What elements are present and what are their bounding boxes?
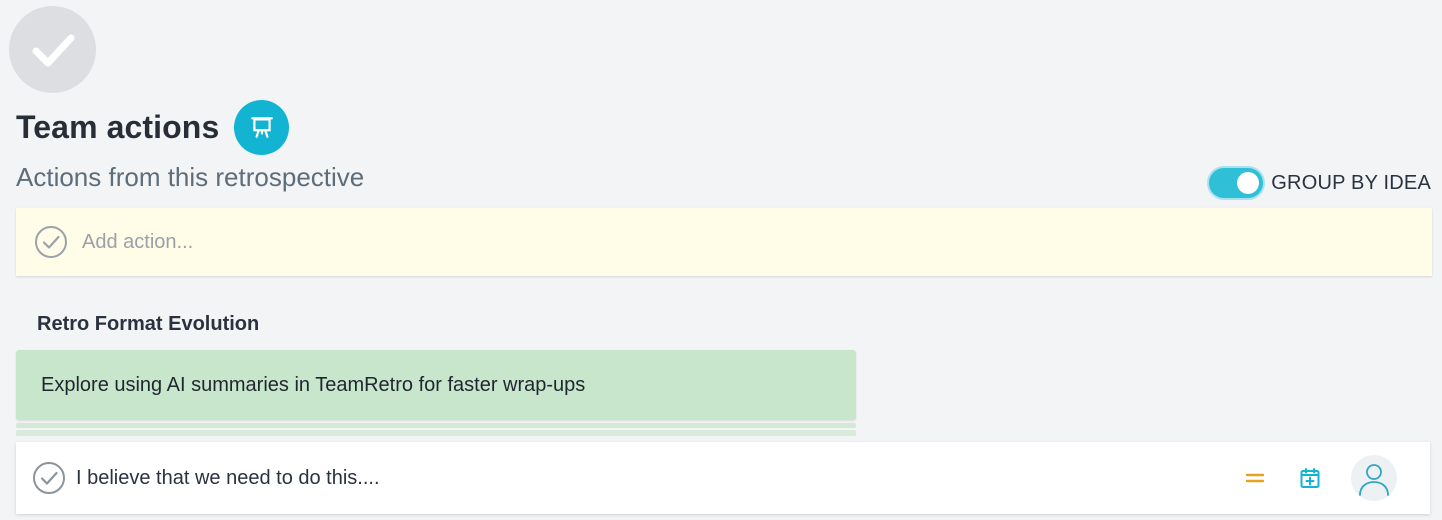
title-row: Team actions	[16, 99, 290, 155]
toggle-label: GROUP BY IDEA	[1271, 171, 1431, 194]
calendar-add-icon[interactable]	[1299, 467, 1321, 489]
toggle-switch[interactable]	[1209, 168, 1264, 198]
idea-text: Explore using AI summaries in TeamRetro …	[41, 373, 586, 396]
page-title: Team actions	[16, 108, 220, 145]
presentation-icon	[251, 117, 273, 138]
user-icon	[1359, 464, 1389, 496]
idea-card[interactable]: Explore using AI summaries in TeamRetro …	[16, 350, 856, 420]
stacked-idea-card	[16, 430, 856, 436]
action-text[interactable]: I believe that we need to do this....	[76, 466, 380, 489]
check-circle-icon	[35, 226, 67, 258]
stacked-idea-card	[16, 423, 856, 428]
group-by-idea-toggle[interactable]: GROUP BY IDEA	[1209, 167, 1431, 199]
action-card[interactable]: I believe that we need to do this....	[16, 442, 1430, 514]
add-action-bar	[16, 208, 1432, 276]
group-heading: Retro Format Evolution	[37, 313, 260, 335]
add-action-input[interactable]	[80, 229, 1284, 255]
complete-check-icon	[9, 6, 96, 93]
present-button[interactable]	[234, 99, 290, 155]
check-circle-icon[interactable]	[32, 461, 66, 495]
toggle-knob	[1237, 172, 1260, 194]
priority-equal-icon[interactable]	[1245, 468, 1265, 488]
assign-user-button[interactable]	[1351, 455, 1397, 501]
action-tools	[1245, 454, 1397, 502]
page-subtitle: Actions from this retrospective	[16, 162, 365, 192]
